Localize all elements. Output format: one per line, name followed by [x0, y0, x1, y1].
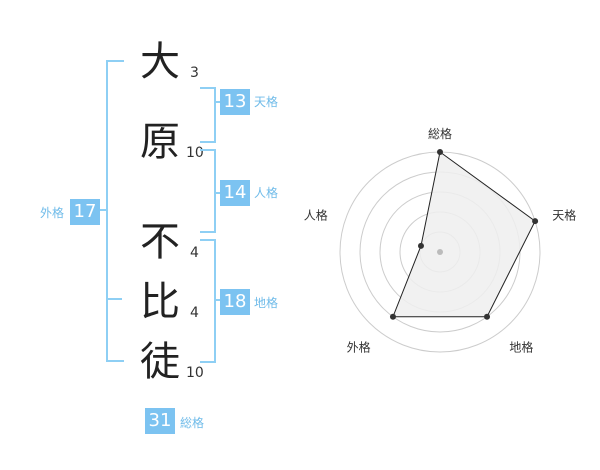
gaikaku-value-badge: 17: [70, 199, 100, 225]
radar-point-4: [417, 242, 424, 249]
tenkaku-value-badge: 13: [220, 89, 250, 115]
stroke-count-5: 10: [186, 365, 204, 381]
chikaku-bracket: [200, 239, 216, 363]
stroke-count-1: 3: [190, 65, 199, 81]
gaikaku-bracket: [106, 60, 124, 362]
stroke-count-2: 10: [186, 145, 204, 161]
stroke-count-4: 4: [190, 305, 199, 321]
chikaku-tick: [214, 299, 222, 301]
radar-series-area: [392, 151, 536, 318]
radar-point-3: [389, 313, 396, 320]
gaikaku-label: 外格: [40, 206, 65, 220]
tenkaku-label: 天格: [254, 95, 279, 109]
jinkaku-label: 人格: [254, 186, 279, 200]
tenkaku-bracket: [200, 87, 216, 143]
gaikaku-tick: [94, 209, 106, 211]
radar-points: [389, 149, 539, 320]
jinkaku-value-badge: 14: [220, 180, 250, 206]
name-char-2: 原: [140, 119, 180, 165]
chikaku-label: 地格: [254, 296, 279, 310]
radar-axis-label-2: 地格: [509, 339, 533, 354]
stroke-count-3: 4: [190, 245, 199, 261]
jinkaku-bracket: [200, 149, 216, 233]
chikaku-value-badge: 18: [220, 289, 250, 315]
radar-axis-label-0: 総格: [428, 126, 452, 141]
soukaku-label: 総格: [180, 416, 205, 430]
radar-axis-label-3: 外格: [347, 339, 371, 354]
radar-axis-label-1: 天格: [552, 208, 576, 223]
radar-point-0: [437, 149, 443, 155]
name-char-3: 不: [140, 219, 180, 265]
radar-point-2: [484, 313, 491, 320]
jinkaku-tick: [214, 192, 222, 194]
name-char-4: 比: [140, 279, 180, 325]
tenkaku-tick: [214, 101, 222, 103]
gaikaku-lower-tick: [106, 298, 122, 300]
radar-axis-label-4: 人格: [304, 208, 328, 223]
radar-point-1: [532, 218, 539, 225]
radar-center-dot: [437, 249, 443, 255]
name-char-5: 徒: [140, 339, 180, 385]
soukaku-value-badge: 31: [145, 408, 175, 434]
name-char-1: 大: [140, 39, 180, 85]
